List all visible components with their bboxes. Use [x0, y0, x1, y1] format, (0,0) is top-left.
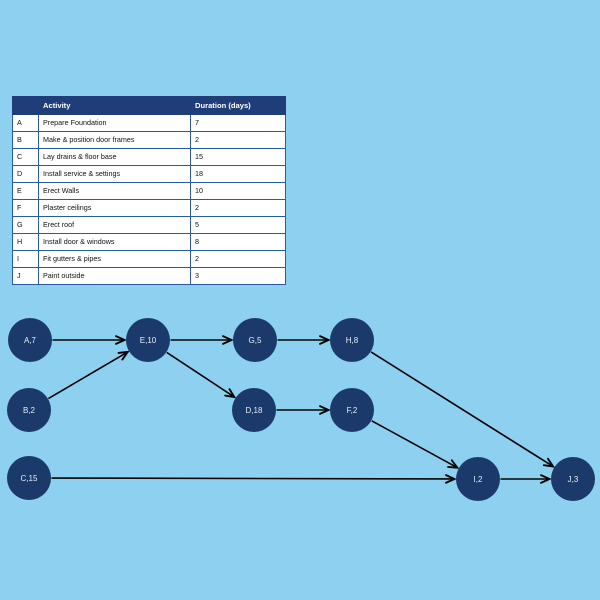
- edge-d-to-f: [276, 405, 331, 415]
- node-label: A,7: [24, 336, 37, 345]
- column-header-id: [12, 96, 39, 115]
- cell-activity-duration: 2: [190, 131, 286, 149]
- cell-activity-duration: 5: [190, 216, 286, 234]
- arrowhead-icon: [542, 457, 556, 468]
- cell-activity-name: Install service & settings: [38, 165, 191, 183]
- node-circle[interactable]: [232, 388, 276, 432]
- node-circle[interactable]: [456, 457, 500, 501]
- node-label: E,10: [140, 336, 157, 345]
- node-label: H,8: [346, 336, 359, 345]
- edge-f-to-i: [371, 420, 460, 469]
- arrowhead-icon: [115, 335, 127, 345]
- node-circle[interactable]: [233, 318, 277, 362]
- edge-a-to-e: [52, 335, 127, 345]
- arrowhead-icon: [224, 388, 237, 399]
- node-label: F,2: [347, 406, 358, 415]
- cell-activity-duration: 3: [190, 267, 286, 285]
- node-a[interactable]: A,7: [8, 318, 52, 362]
- edge-line: [371, 420, 458, 469]
- cell-activity-id: G: [12, 216, 39, 234]
- cell-activity-name: Prepare Foundation: [38, 114, 191, 132]
- arrowhead-icon: [447, 459, 460, 469]
- cell-activity-duration: 7: [190, 114, 286, 132]
- edge-g-to-h: [277, 335, 331, 345]
- node-circle[interactable]: [551, 457, 595, 501]
- arrowhead-icon: [319, 335, 331, 345]
- node-circle[interactable]: [330, 388, 374, 432]
- cell-activity-name: Plaster ceilings: [38, 199, 191, 217]
- arrowhead-icon: [117, 350, 130, 361]
- node-label: D,18: [246, 406, 263, 415]
- node-e[interactable]: E,10: [126, 318, 170, 362]
- node-label: B,2: [23, 406, 36, 415]
- cell-activity-id: E: [12, 182, 39, 200]
- cell-activity-duration: 18: [190, 165, 286, 183]
- node-f[interactable]: F,2: [330, 388, 374, 432]
- node-circle[interactable]: [7, 456, 51, 500]
- table-header-row: Activity Duration (days): [12, 96, 286, 115]
- node-circle[interactable]: [7, 388, 51, 432]
- node-d[interactable]: D,18: [232, 388, 276, 432]
- node-label: G,5: [249, 336, 262, 345]
- cell-activity-id: C: [12, 148, 39, 166]
- node-i[interactable]: I,2: [456, 457, 500, 501]
- edge-e-to-g: [170, 335, 234, 345]
- arrowhead-icon: [222, 335, 234, 345]
- node-circle[interactable]: [8, 318, 52, 362]
- nodes-layer: A,7B,2C,15 E,10 G,5 H,8D,18 F,2I,2 J,3: [7, 318, 595, 501]
- cell-activity-name: Lay drains & floor base: [38, 148, 191, 166]
- arrowhead-icon: [445, 474, 457, 484]
- cell-activity-name: Erect roof: [38, 216, 191, 234]
- node-circle[interactable]: [330, 318, 374, 362]
- node-b[interactable]: B,2: [7, 388, 51, 432]
- cell-activity-id: H: [12, 233, 39, 251]
- node-label: J,3: [568, 475, 579, 484]
- node-j[interactable]: J,3: [551, 457, 595, 501]
- arrowhead-icon: [319, 405, 331, 415]
- cell-activity-name: Make & position door frames: [38, 131, 191, 149]
- edge-c-to-i: [51, 474, 457, 484]
- node-h[interactable]: H,8: [330, 318, 374, 362]
- edge-e-to-d: [166, 351, 237, 399]
- node-circle[interactable]: [126, 318, 170, 362]
- edge-line: [51, 477, 455, 480]
- cell-activity-duration: 15: [190, 148, 286, 166]
- cell-activity-duration: 8: [190, 233, 286, 251]
- edge-b-to-e: [47, 350, 130, 400]
- cell-activity-name: Fit gutters & pipes: [38, 250, 191, 268]
- cell-activity-name: Paint outside: [38, 267, 191, 285]
- edge-i-to-j: [500, 474, 552, 484]
- node-label: C,15: [21, 474, 38, 483]
- edge-h-to-j: [370, 351, 556, 468]
- arrowhead-icon: [540, 474, 552, 484]
- cell-activity-id: I: [12, 250, 39, 268]
- edge-line: [47, 351, 129, 400]
- edge-line: [166, 351, 235, 398]
- node-label: I,2: [474, 475, 483, 484]
- cell-activity-id: D: [12, 165, 39, 183]
- edges-layer: [47, 335, 556, 484]
- cell-activity-duration: 10: [190, 182, 286, 200]
- edge-line: [370, 351, 554, 468]
- node-g[interactable]: G,5: [233, 318, 277, 362]
- table-header: Activity Duration (days): [12, 96, 286, 115]
- node-c[interactable]: C,15: [7, 456, 51, 500]
- cell-activity-id: J: [12, 267, 39, 285]
